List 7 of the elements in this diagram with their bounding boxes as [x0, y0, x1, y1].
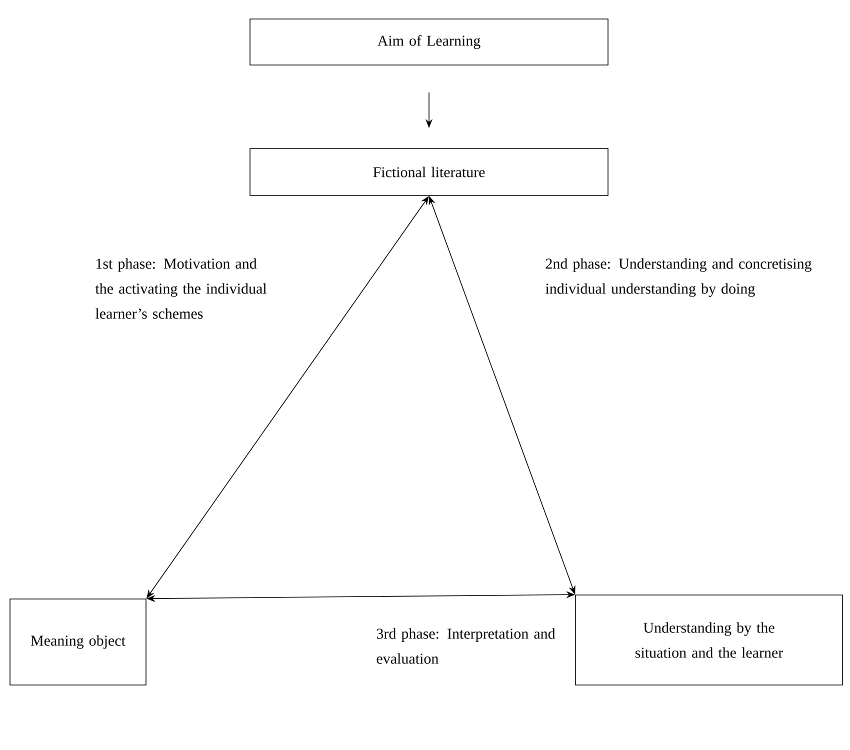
- edge-label: 2nd phase: Understanding and concretising individual understanding by doing: [545, 258, 826, 297]
- text-box: Aim of Learning: [250, 18, 608, 66]
- edge-label: 1st phase: Motivation and the activating the individual learner’s schemes: [95, 258, 286, 319]
- text-box: Understanding by the situation and the learner: [575, 594, 843, 686]
- text-box: Fictional literature: [250, 148, 608, 196]
- edge-label: 3rd phase: Interpretation and evaluation: [376, 628, 556, 664]
- text-box: Meaning object: [10, 598, 146, 686]
